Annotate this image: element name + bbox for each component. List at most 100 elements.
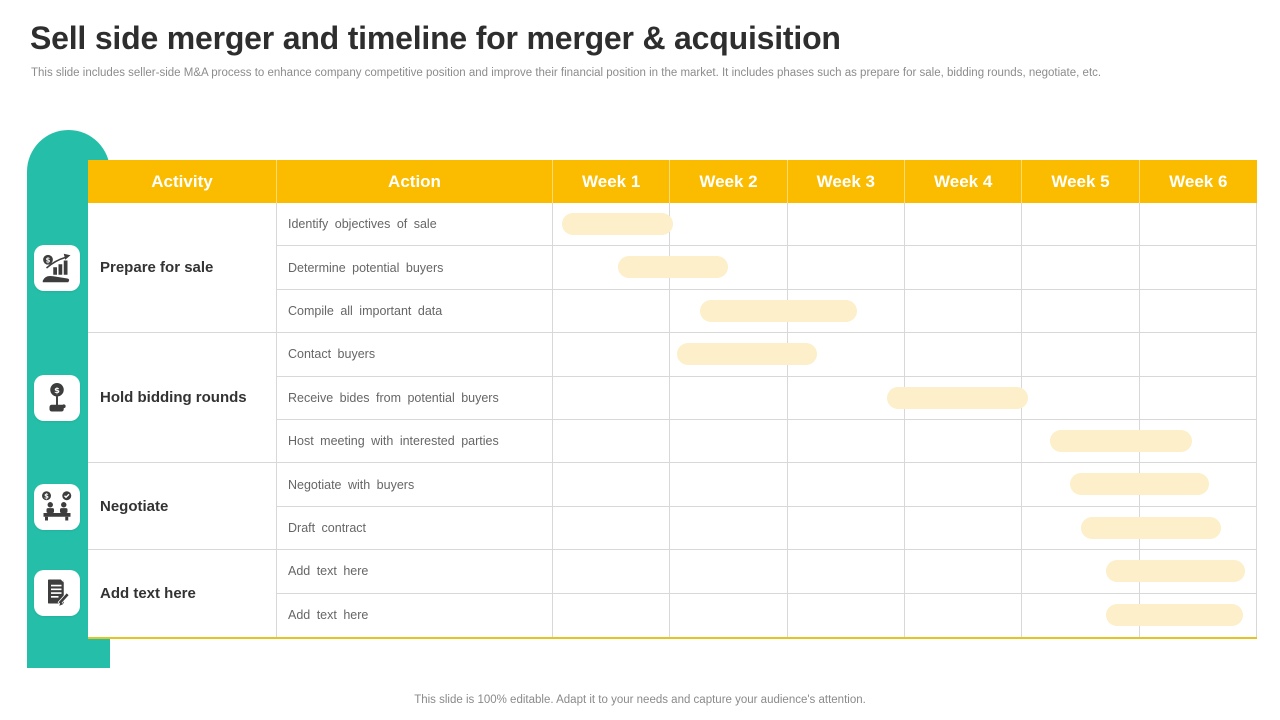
gantt-bar [1080,516,1221,539]
page-title: Sell side merger and timeline for merger… [30,20,841,56]
column-header-week-5: Week 5 [1022,160,1140,203]
gantt-bar [677,343,817,366]
week-cell [670,593,788,637]
week-cell [1140,376,1257,419]
week-cell [670,203,788,246]
action-cell: Compile all important data [277,289,553,334]
week-row [553,593,1257,637]
week-cell [1140,593,1257,637]
column-header-action: Action [277,160,553,203]
week-cell [1022,203,1140,246]
week-cell [788,203,905,246]
activity-cell: Negotiate [88,463,277,551]
week-cell [788,506,905,550]
week-cell [905,246,1023,289]
week-row [553,376,1257,420]
svg-text:$: $ [46,256,51,264]
week-cell [1022,289,1140,333]
week-cell [1022,376,1140,419]
gantt-bar [562,213,673,235]
week-cell [905,289,1023,333]
week-row [553,419,1257,464]
negotiation-deal-icon: $ [34,484,80,530]
week-cell [553,289,671,333]
week-cell [670,463,788,506]
week-cell [788,463,905,506]
week-cell [905,463,1023,506]
week-cell [670,550,788,593]
gantt-bar [1070,473,1209,496]
action-cell: Contact buyers [277,333,553,377]
week-cell [905,203,1023,246]
activity-cell: Add text here [88,550,277,637]
contract-pen-icon [34,570,80,616]
column-header-week-1: Week 1 [553,160,671,203]
week-cell [1022,246,1140,289]
action-cell: Add text here [277,593,553,637]
week-cell [788,246,905,289]
gantt-bar [887,386,1029,409]
week-cell [788,289,905,333]
gantt-bar [1105,560,1246,583]
action-cell: Host meeting with interested parties [277,419,553,464]
week-cell [788,333,905,376]
week-cell [553,419,671,463]
week-cell [553,376,671,419]
profit-growth-hand-icon: $ [34,245,80,291]
week-cell [788,419,905,463]
svg-text:$: $ [44,492,49,500]
week-row [553,550,1257,594]
action-cell: Add text here [277,550,553,594]
week-row [553,333,1257,377]
column-header-week-3: Week 3 [787,160,905,203]
action-cell: Negotiate with buyers [277,463,553,507]
week-cell [905,333,1023,376]
footer-note: This slide is 100% editable. Adapt it to… [414,694,866,706]
week-row [553,506,1257,551]
week-cell [670,246,788,289]
week-row [553,463,1257,507]
gantt-bar [699,299,857,322]
week-cell [1140,203,1257,246]
week-cell [670,506,788,550]
week-cell [788,593,905,637]
week-cell [553,506,671,550]
action-cell: Identify objectives of sale [277,203,553,247]
week-cell [670,376,788,419]
week-cell [1022,333,1140,376]
activity-cell: Prepare for sale [88,203,277,334]
column-header-week-2: Week 2 [670,160,788,203]
week-cell [1140,506,1257,550]
activity-cell: Hold bidding rounds [88,333,277,464]
week-cell [553,593,671,637]
subtitle: This slide includes seller-side M&A proc… [31,67,1102,79]
week-row [553,289,1257,334]
week-cell [553,550,671,593]
gantt-bar [617,256,728,279]
week-cell [1140,463,1257,506]
week-cell [905,550,1023,593]
week-cell [1140,333,1257,376]
svg-text:$: $ [54,385,60,395]
week-cell [670,419,788,463]
week-cell [1140,246,1257,289]
week-cell [905,506,1023,550]
week-cell [905,419,1023,463]
dollar-bid-paddle-icon: $ [34,375,80,421]
gantt-bar [1105,603,1243,626]
week-cell [1140,550,1257,593]
week-row [553,246,1257,290]
week-cell [1140,419,1257,463]
week-cell [788,550,905,593]
column-header-week-6: Week 6 [1139,160,1257,203]
week-cell [553,333,671,376]
action-cell: Determine potential buyers [277,246,553,290]
week-cell [1140,289,1257,333]
column-header-activity: Activity [88,160,277,203]
action-cell: Receive bides from potential buyers [277,376,553,420]
action-cell: Draft contract [277,506,553,551]
column-header-week-4: Week 4 [904,160,1023,203]
week-cell [905,593,1023,637]
week-row [553,203,1257,247]
